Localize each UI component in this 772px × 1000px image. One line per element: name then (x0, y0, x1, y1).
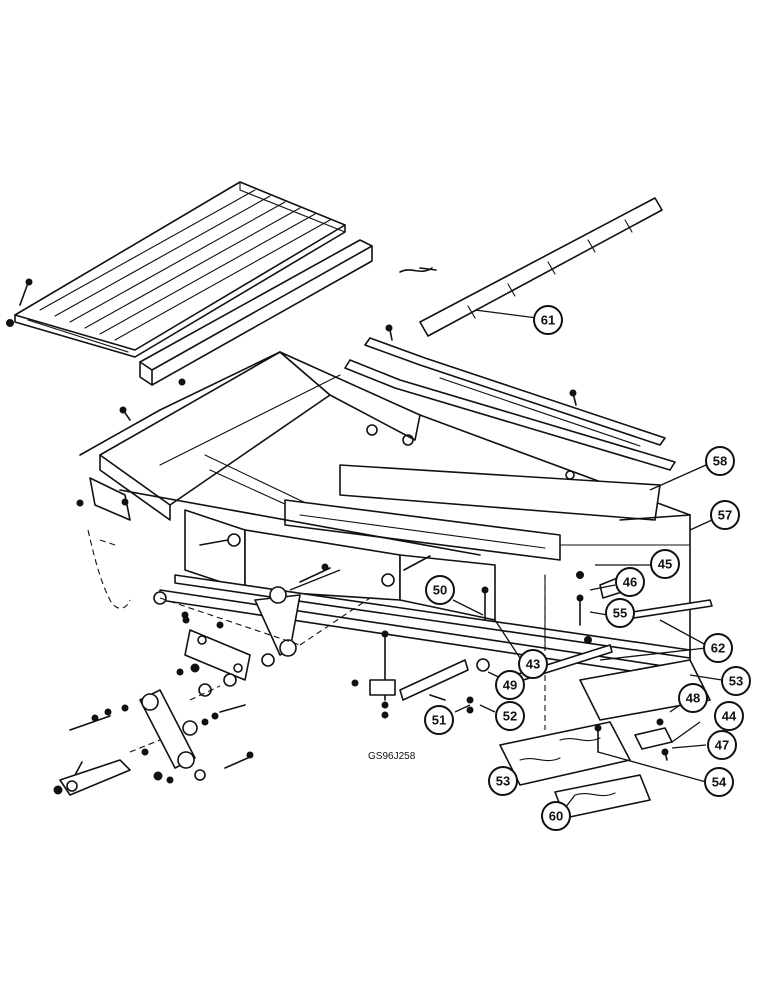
callout-43: 43 (518, 649, 548, 679)
ribbed-cover-panel (14, 181, 346, 358)
cover-plates (499, 659, 711, 819)
svg-text:48: 48 (686, 691, 700, 706)
flap-strip (419, 197, 663, 337)
break-line-symbol (399, 267, 437, 273)
svg-text:46: 46 (623, 575, 637, 590)
frame-bolts (119, 378, 186, 421)
callout-51: 51 (424, 705, 454, 735)
figure-code: GS96J258 (368, 751, 416, 762)
svg-text:57: 57 (718, 508, 732, 523)
svg-text:53: 53 (729, 674, 743, 689)
svg-text:61: 61 (541, 313, 555, 328)
callout-44: 44 (714, 701, 744, 731)
svg-text:49: 49 (503, 678, 517, 693)
callout-61: 61 (533, 305, 563, 335)
leader-lines (452, 309, 723, 809)
callout-60: 60 (541, 801, 571, 831)
linkage-arm-assembly (59, 569, 341, 796)
callout-50: 50 (425, 575, 455, 605)
svg-text:60: 60 (549, 809, 563, 824)
bracket-hardware (351, 586, 490, 719)
lower-dash-lines (129, 575, 546, 753)
callout-53-left: 53 (488, 766, 518, 796)
cover-fastener-bolt (6, 278, 33, 327)
callout-58: 58 (705, 446, 735, 476)
svg-text:62: 62 (711, 641, 725, 656)
hopper-frame (76, 351, 691, 681)
svg-text:55: 55 (613, 606, 627, 621)
angle-bar (139, 239, 373, 386)
callout-57: 57 (710, 500, 740, 530)
hardware-washers (53, 563, 331, 795)
callout-52: 52 (495, 701, 525, 731)
svg-text:44: 44 (722, 709, 737, 724)
callout-45: 45 (650, 549, 680, 579)
callout-49: 49 (495, 670, 525, 700)
svg-text:54: 54 (712, 775, 727, 790)
svg-text:51: 51 (432, 713, 446, 728)
svg-text:43: 43 (526, 657, 540, 672)
callout-62: 62 (703, 633, 733, 663)
phantom-lever (87, 529, 131, 609)
svg-text:45: 45 (658, 557, 672, 572)
svg-text:53: 53 (496, 774, 510, 789)
callout-47: 47 (707, 730, 737, 760)
svg-text:58: 58 (713, 454, 727, 469)
callout-55: 55 (605, 598, 635, 628)
svg-text:52: 52 (503, 709, 517, 724)
callout-53-right: 53 (721, 666, 751, 696)
svg-text:47: 47 (715, 738, 729, 753)
small-bolt (385, 324, 393, 341)
svg-text:50: 50 (433, 583, 447, 598)
callout-46: 46 (615, 567, 645, 597)
side-rail-strips (344, 337, 676, 471)
callout-54: 54 (704, 767, 734, 797)
callout-48: 48 (678, 683, 708, 713)
